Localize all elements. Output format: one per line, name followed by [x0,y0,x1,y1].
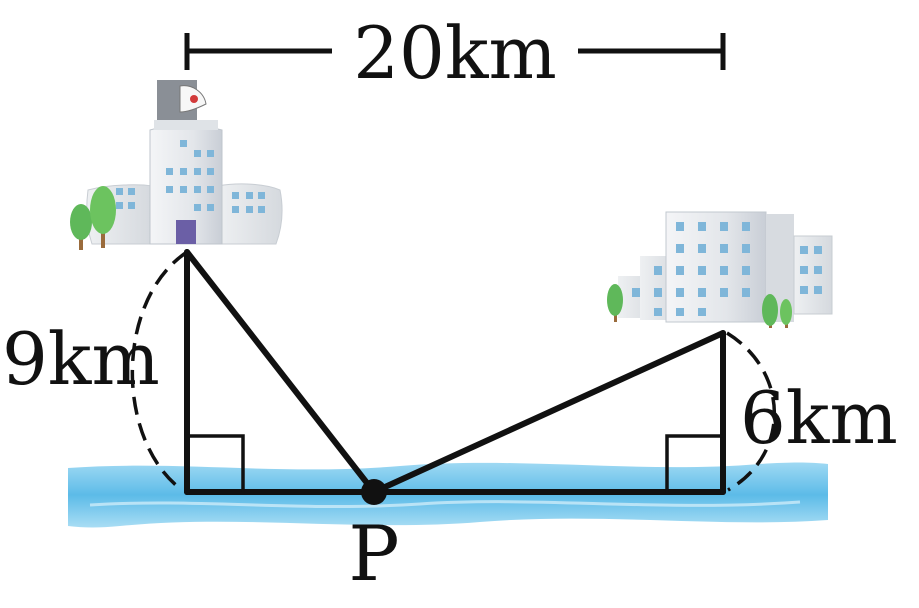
right-height-label: 6km [740,376,898,460]
left-height-dashed-arc [130,250,188,492]
right-right-angle-mark [665,434,723,492]
left-right-angle-mark [187,434,245,492]
point-p-label: P [348,509,399,598]
right-path-line [371,330,726,495]
left-path-line [184,249,377,495]
top-distance-label: 20km [353,11,557,95]
left-height-label: 9km [2,317,160,401]
point-p-dot [361,479,387,505]
distance-dimension-line [184,33,726,70]
tree-icon [70,186,116,250]
right-height-dashed-arc [726,331,777,492]
office-building-icon [618,211,833,323]
tree-icon [607,284,792,328]
school-building-icon [86,80,283,245]
